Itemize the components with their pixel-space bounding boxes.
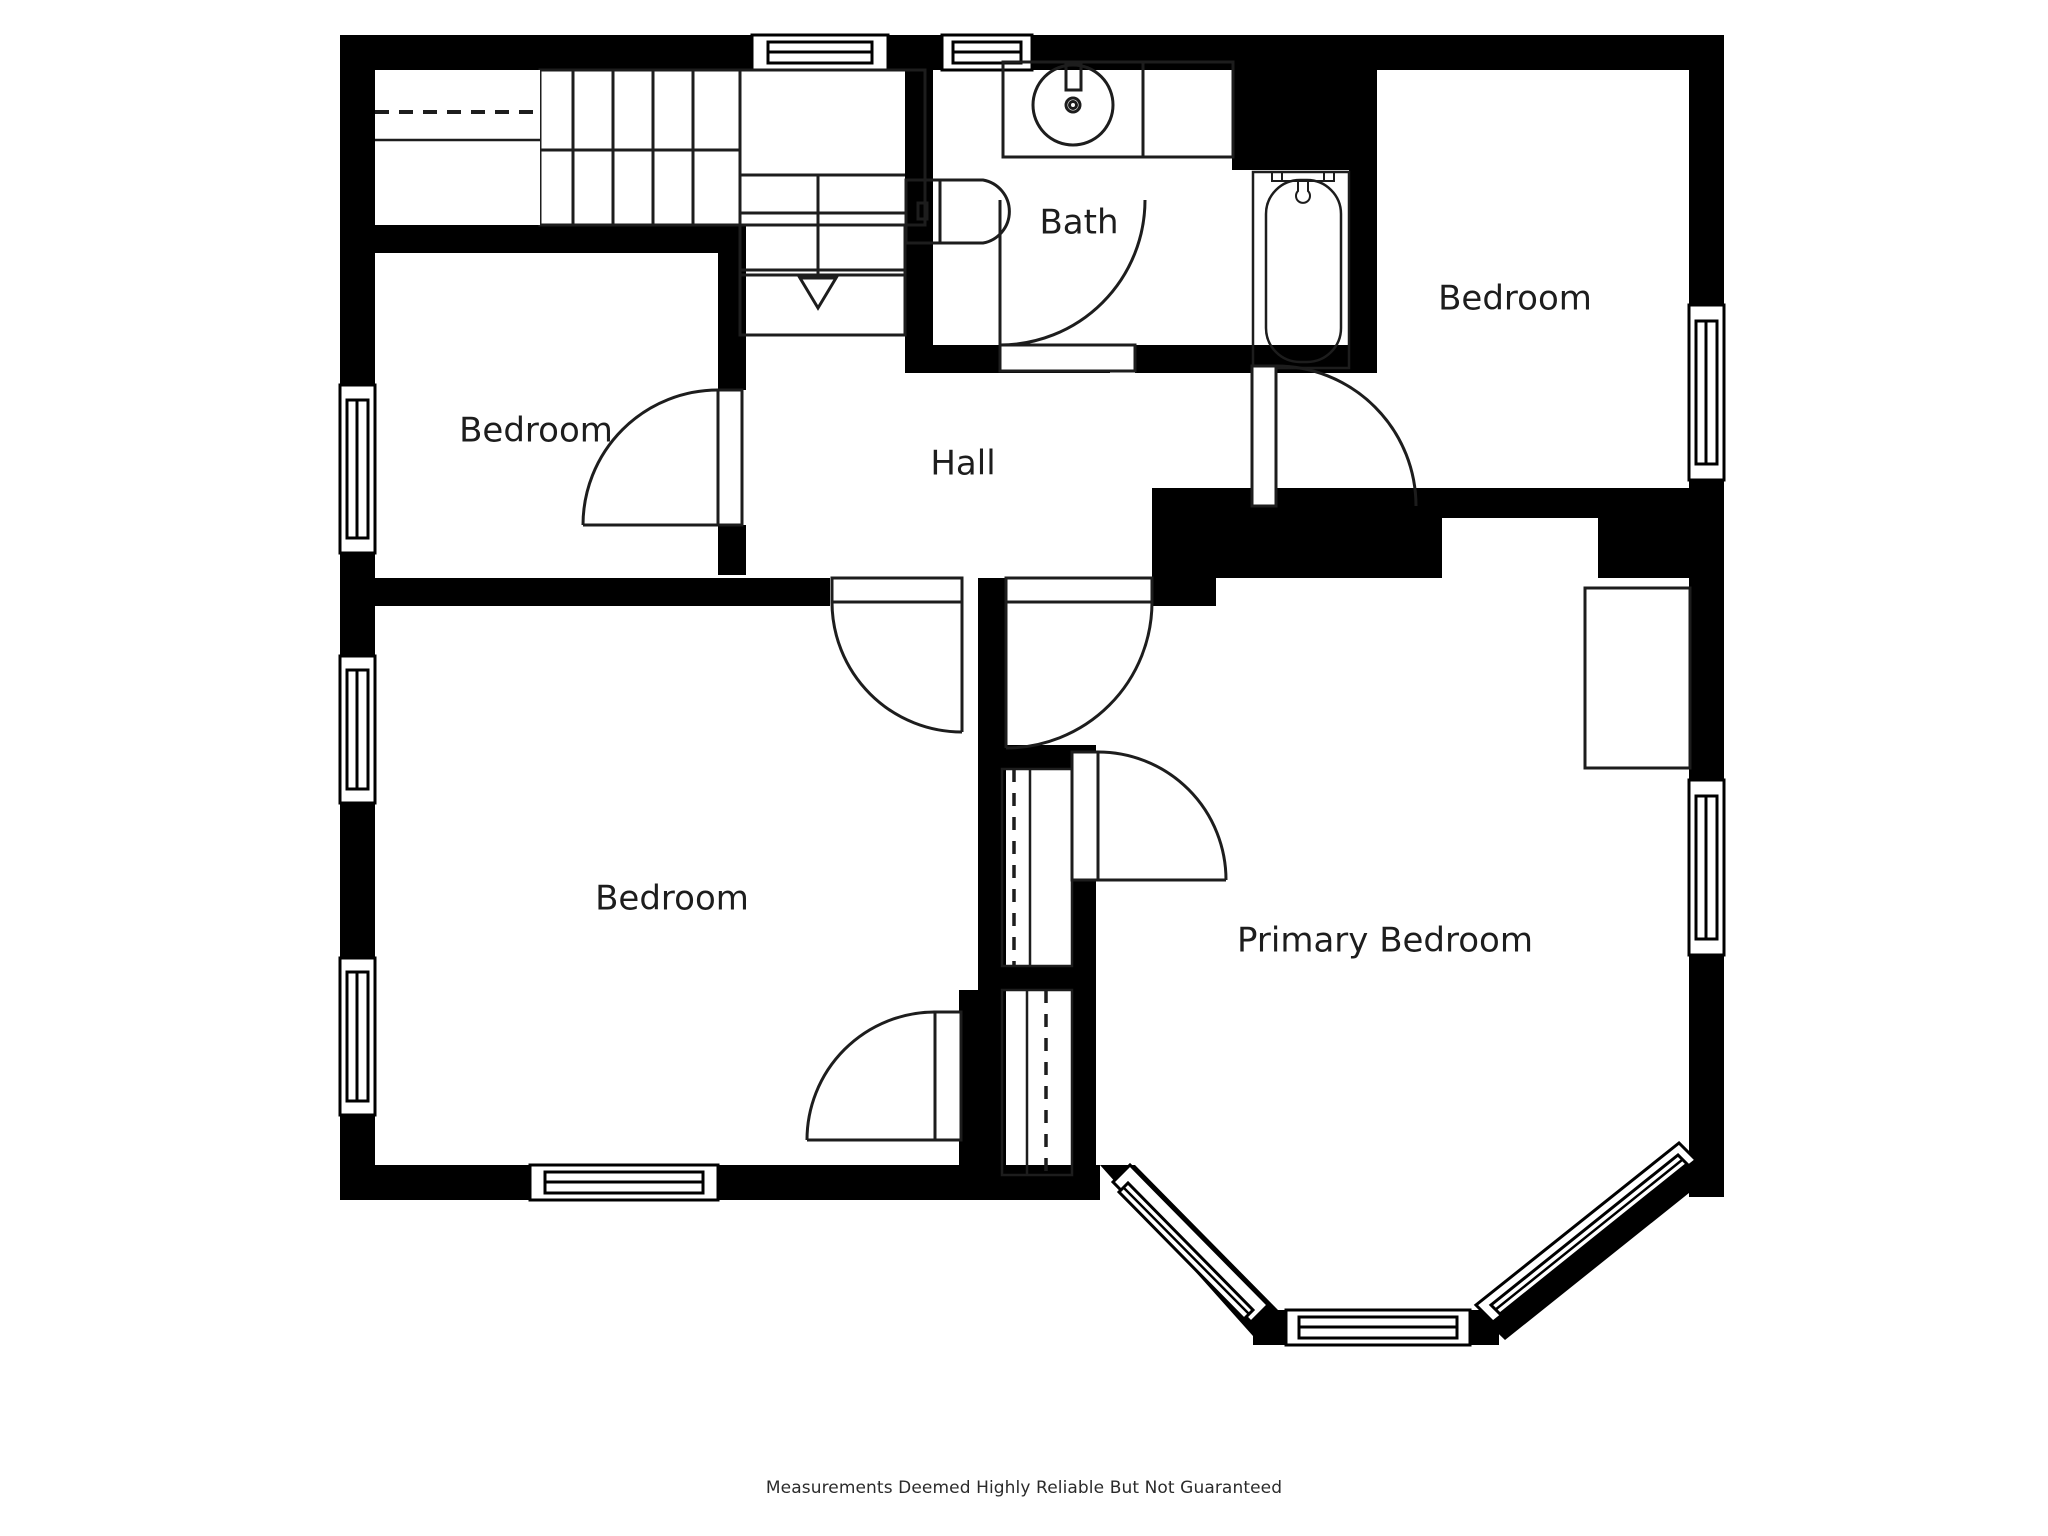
wall-north-c [1032,35,1724,70]
stairs-lower-run [738,68,927,227]
stairs-down-arrow-icon [797,276,839,311]
room-label-hall: Hall [930,444,995,484]
closet-primary-lower [1000,988,1074,1177]
window-east-1 [1687,303,1726,482]
toilet-flush-button [916,201,929,221]
wall-ne-thick-block [1152,488,1442,578]
bath-fixtures [904,60,1351,370]
wall-ne-thick-block-3 [1442,488,1598,518]
wall-south-b [718,1165,1100,1200]
door-bedroom-ne-leaf [1250,364,1278,508]
window-west-1 [338,383,377,555]
window-south-1 [528,1163,720,1202]
window-bay-left [1110,1162,1271,1325]
doors-group [581,199,1418,1142]
room-label-primary-bedroom: Primary Bedroom [1237,921,1533,961]
wall-east-a [1689,35,1724,305]
stairs [538,68,927,337]
window-east-2 [1687,778,1726,957]
measurements-disclaimer: Measurements Deemed Highly Reliable But … [765,1478,1283,1498]
closet-primary-upper [1000,767,1074,968]
door-closet-lower-leaf [933,1010,963,1142]
bathtub [1251,170,1351,370]
closet-primary-east [1583,586,1692,770]
room-label-bedroom-nw: Bedroom [459,411,613,451]
wall-south-a [340,1165,530,1200]
window-north-1 [750,33,890,72]
room-label-bath: Bath [1039,203,1118,243]
closet-bedroom-ne [1442,518,1598,578]
wall-west-a [340,35,375,385]
door-bedroom-sw [830,576,964,734]
stairs-upper-run [538,68,742,227]
window-west-3 [338,956,377,1117]
wall-bath-east [1349,160,1377,373]
bathtub-basin [1264,178,1343,364]
door-closet-lower-arc [805,1010,936,1141]
wall-sw-closet-left [959,990,981,1175]
wall-ne-thick-block-2 [1598,488,1724,578]
door-closet-upper-arc [1097,750,1228,881]
door-bedroom-sw-leaf [830,576,964,604]
wall-nw-bedroom-north [340,225,746,253]
door-bedroom-ne-arc [1275,364,1418,507]
wall-mid-c [1152,578,1216,606]
window-west-2 [338,654,377,805]
sink-faucet [1064,61,1083,92]
wall-closet-lower-east [1072,990,1096,1175]
walls-group [340,35,1724,1345]
wall-closet-mid [978,966,1096,990]
wall-nw-bedroom-east-2 [718,525,746,575]
toilet [904,178,1011,245]
wall-north-a [340,35,752,70]
door-closet-upper-leaf [1070,750,1100,882]
room-label-bedroom-ne: Bedroom [1438,279,1592,319]
stairs-landing-block [538,68,742,152]
door-closet-primary-lower [805,1010,963,1142]
windows-group [338,33,1726,1347]
door-bedroom-nw [581,388,744,527]
sink-drain [1064,96,1082,114]
door-primary-leaf [1004,576,1154,604]
wall-mid-a [340,578,830,606]
wall-bath-ne-block [1232,35,1377,170]
door-bedroom-nw-arc [581,388,719,526]
room-labels: Bedroom Hall Bath Bedroom Bedroom Primar… [459,203,1592,961]
window-north-2 [940,33,1034,72]
room-label-bedroom-sw: Bedroom [595,879,749,919]
closet-bedroom-nw-top [375,70,540,225]
stairs-hall-extension [738,223,907,337]
sink-vanity [1001,60,1235,159]
door-bedroom-ne [1250,364,1418,508]
door-bedroom-nw-leaf [716,388,744,527]
door-closet-primary-upper [1070,750,1228,882]
toilet-bowl [938,178,1011,245]
door-primary-arc [1005,601,1154,750]
window-bay-center [1284,1308,1472,1347]
wall-west-c [340,803,375,958]
window-bay-right [1473,1140,1699,1325]
door-primary-bedroom [1004,576,1154,750]
bathtub-faucet [1295,180,1311,204]
sink-basin [1031,63,1115,147]
door-bath [998,199,1147,373]
door-bath-arc [999,199,1147,347]
door-bath-leaf [998,343,1137,373]
closets-group [1000,518,1692,1177]
wall-bay-ne-diagonal [1476,1165,1724,1340]
door-bedroom-sw-arc [830,601,963,734]
